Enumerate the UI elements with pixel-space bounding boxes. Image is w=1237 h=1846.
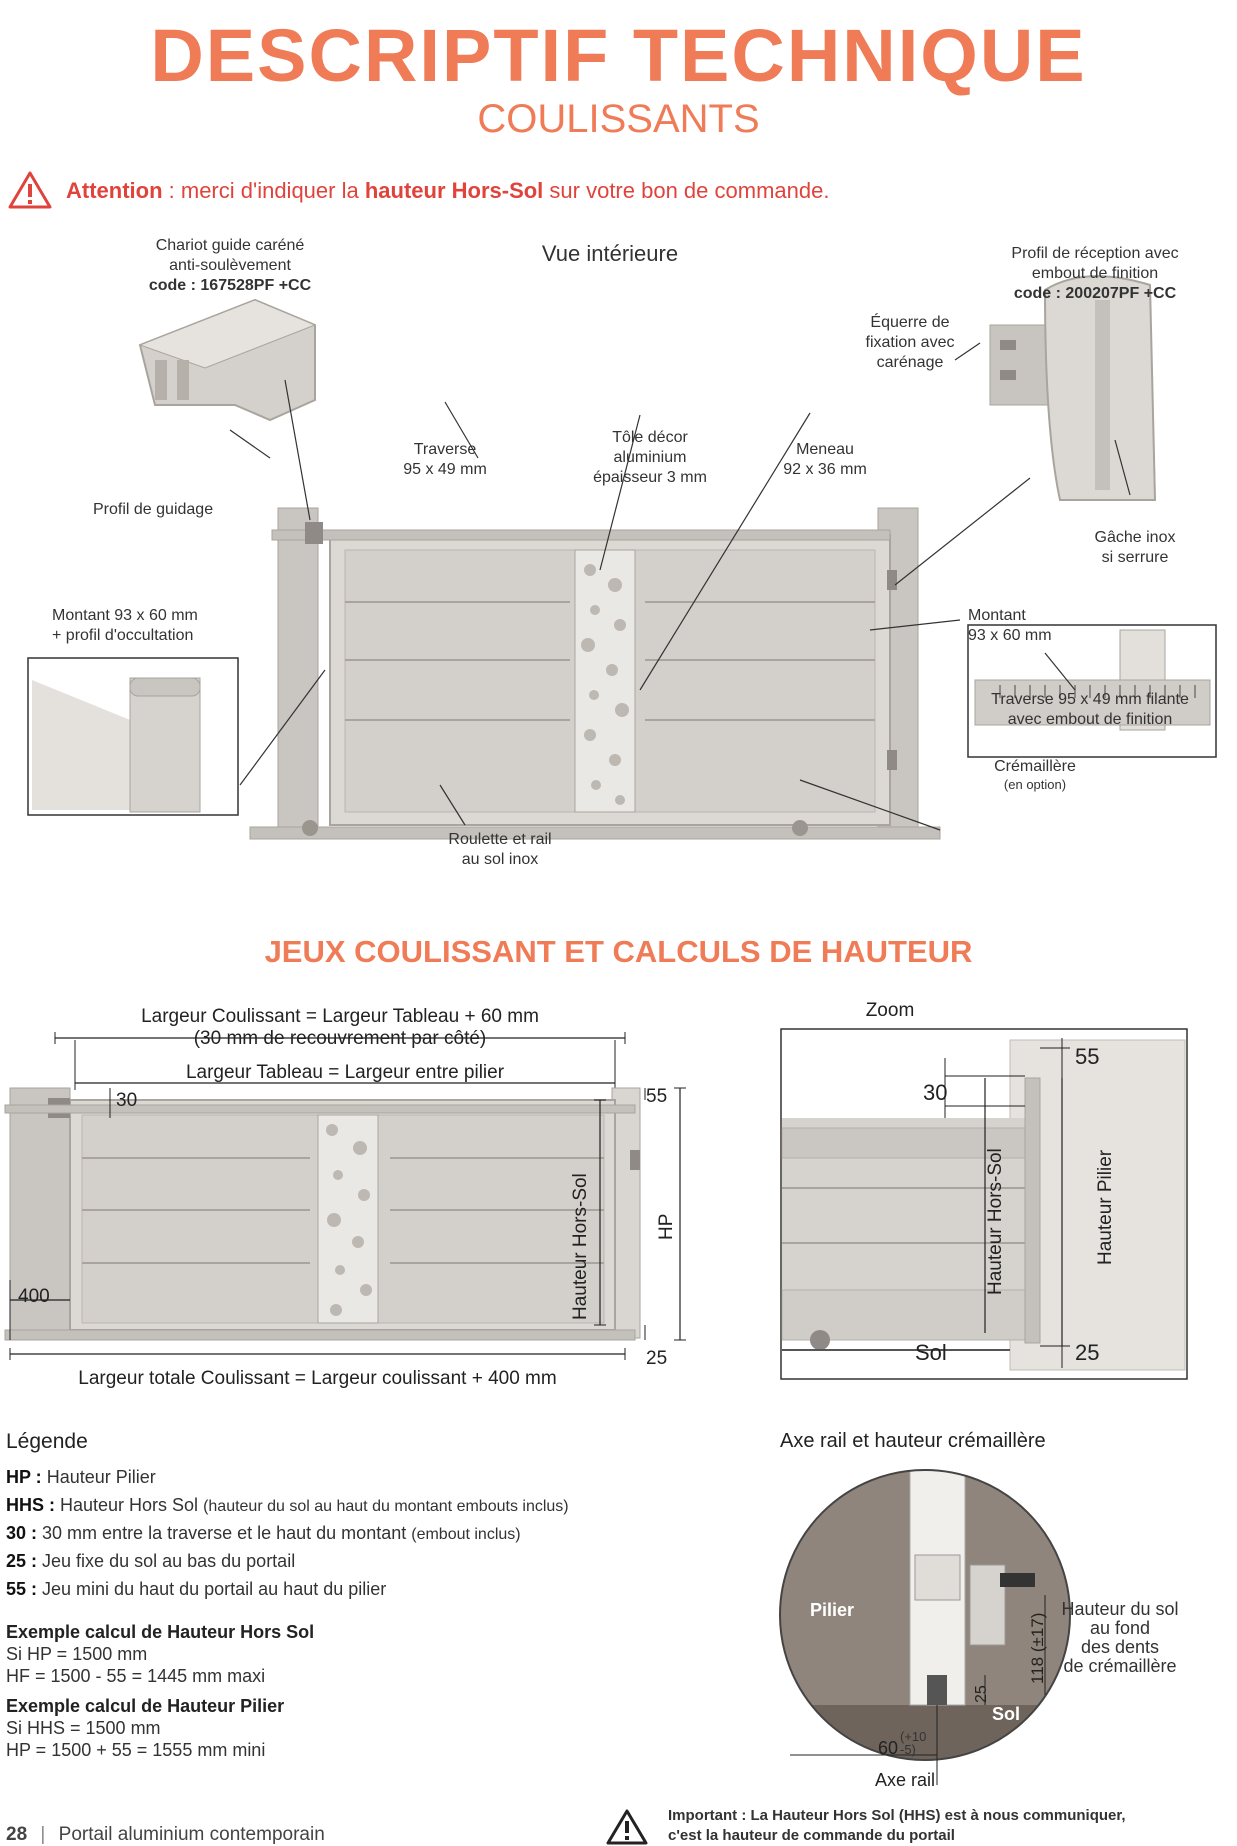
axe-tol-minus: -5) (900, 1742, 916, 1757)
largeur-coulissant-label: Largeur Coulissant = Largeur Tableau + 6… (141, 1006, 539, 1027)
footer-separator: | (40, 1824, 46, 1845)
attention-text-before: : merci d'indiquer la (162, 178, 365, 203)
legend-key: HP : (6, 1467, 42, 1487)
legend-text: Jeu fixe du sol au bas du portail (37, 1551, 296, 1571)
legend-list: HP : Hauteur Pilier HHS : Hauteur Hors S… (6, 1464, 569, 1604)
jeux-diagram (4, 1032, 686, 1360)
example-line: HP = 1500 + 55 = 1555 mm mini (6, 1740, 266, 1760)
zoom-hhs-label: Hauteur Hors-Sol (985, 1148, 1006, 1295)
axe-dim-60: 60 (878, 1738, 899, 1758)
chariot-code: code : 167528PF +CC (148, 277, 312, 294)
axe-tolerance: (+10-5) (900, 1730, 926, 1756)
montant-right-label: Montant 93 x 60 mm (968, 607, 1052, 644)
largeur-tableau-label: Largeur Tableau = Largeur entre pilier (185, 1062, 505, 1083)
profil-reception-label: Profil de réception avec embout de finit… (980, 244, 1210, 304)
axe-rail-diagram (779, 1469, 1071, 1785)
meneau-label: Meneau 92 x 36 mm (783, 441, 867, 478)
equerre-label: Équerre de fixation avec carénage (865, 314, 955, 371)
attention-text-after: sur votre bon de commande. (543, 178, 830, 203)
zoom-dim-30: 30 (923, 1080, 948, 1105)
chariot-text: Chariot guide caréné anti-soulèvement (155, 237, 305, 274)
legend-key: 55 : (6, 1579, 38, 1599)
profil-reception-code: code : 200207PF +CC (1013, 285, 1177, 302)
interior-view-illustration (27, 275, 1217, 840)
jeux-dim-400: 400 (18, 1286, 50, 1307)
page-title: DESCRIPTIF TECHNIQUE (150, 14, 1087, 97)
largeur-totale-label: Largeur totale Coulissant = Largeur coul… (78, 1368, 557, 1389)
example-line: Si HHS = 1500 mm (6, 1718, 161, 1738)
legend-small: (embout inclus) (411, 1526, 521, 1543)
important-warning-icon (606, 1809, 648, 1845)
warning-icon (8, 171, 52, 209)
important-note: Important : La Hauteur Hors Sol (HHS) es… (668, 1806, 1126, 1846)
example-line: Si HP = 1500 mm (6, 1644, 148, 1664)
legend-item: 30 : 30 mm entre la traverse et le haut … (6, 1520, 569, 1548)
page-subtitle: COULISSANTS (477, 97, 760, 141)
attention-highlight: hauteur Hors-Sol (364, 178, 544, 203)
legend-key: 30 : (6, 1523, 38, 1543)
legend-item: 25 : Jeu fixe du sol au bas du portail (6, 1548, 569, 1576)
zoom-diagram (780, 1028, 1188, 1380)
profil-guidage-label: Profil de guidage (93, 501, 214, 518)
legend-item: HP : Hauteur Pilier (6, 1464, 569, 1492)
cremaillere-label: Crémaillère (994, 758, 1076, 775)
axe-dim-25: 25 (973, 1685, 990, 1703)
important-line2: c'est la hauteur de commande du portail (668, 1827, 955, 1844)
page-number: 28 (6, 1824, 28, 1845)
important-line1: Important : La Hauteur Hors Sol (HHS) es… (668, 1807, 1126, 1824)
jeux-dim-hp: HP (656, 1213, 677, 1240)
montant-left-label: Montant 93 x 60 mm + profil d'occultatio… (52, 607, 198, 644)
zoom-dim-25: 25 (1075, 1340, 1100, 1365)
legend-key: 25 : (6, 1551, 38, 1571)
legend-text: Hauteur Pilier (41, 1467, 156, 1487)
example-title: Exemple calcul de Hauteur Pilier (6, 1696, 285, 1716)
legend-text: 30 mm entre la traverse et le haut du mo… (37, 1523, 412, 1543)
chariot-label: Chariot guide caréné anti-soulèvement cod… (120, 236, 340, 296)
zoom-pilier-label: Hauteur Pilier (1095, 1149, 1116, 1265)
gache-label: Gâche inox si serrure (1094, 529, 1176, 566)
attention-text: Attention : merci d'indiquer la hauteur … (66, 178, 829, 204)
footer-doc-title: Portail aluminium contemporain (58, 1824, 325, 1845)
example-line: HF = 1500 - 55 = 1445 mm maxi (6, 1666, 266, 1686)
cremaillere-option-label: (en option) (1003, 777, 1067, 792)
axe-rail-label: Axe rail (875, 1770, 936, 1790)
legend-key: HHS : (6, 1495, 55, 1515)
example-hors-sol: Exemple calcul de Hauteur Hors Sol Si HP… (6, 1622, 314, 1687)
example-title: Exemple calcul de Hauteur Hors Sol (6, 1622, 315, 1642)
attention-label: Attention (66, 178, 163, 203)
footer-left: 28 | Portail aluminium contemporain (6, 1824, 325, 1846)
axe-dim-118: 118 (±17) (1028, 1612, 1047, 1684)
profil-reception-text: Profil de réception avec embout de finit… (1011, 245, 1179, 282)
axe-tol-plus: (+10 (900, 1729, 927, 1744)
axe-pilier-label: Pilier (810, 1600, 855, 1620)
traverse-label: Traverse 95 x 49 mm (403, 441, 487, 478)
jeux-dim-25: 25 (646, 1348, 668, 1369)
zoom-dim-55: 55 (1075, 1044, 1100, 1069)
roulette-label: Roulette et rail au sol inox (448, 831, 552, 868)
legend-item: 55 : Jeu mini du haut du portail au haut… (6, 1576, 569, 1604)
legend-item: HHS : Hauteur Hors Sol (hauteur du sol a… (6, 1492, 569, 1520)
zoom-sol-label: Sol (915, 1340, 947, 1365)
tole-label: Tôle décor aluminium épaisseur 3 mm (593, 429, 707, 486)
jeux-dim-55: 55 (646, 1086, 668, 1107)
legend-title: Légende (6, 1430, 88, 1453)
example-pilier: Exemple calcul de Hauteur Pilier Si HHS … (6, 1696, 284, 1761)
jeux-dim-hhs: Hauteur Hors-Sol (570, 1173, 591, 1320)
hauteur-sol-label: Hauteur du sol au fond des dents de crém… (1061, 1599, 1179, 1676)
axe-sol-label: Sol (992, 1704, 1021, 1724)
axe-title: Axe rail et hauteur crémaillère (780, 1430, 1046, 1452)
traverse-filante-label: Traverse 95 x 49 mm filante avec embout … (991, 691, 1189, 728)
zoom-title: Zoom (865, 1000, 915, 1021)
jeux-section-title: JEUX COULISSANT ET CALCULS DE HAUTEUR (264, 934, 973, 969)
view-title: Vue intérieure (541, 241, 679, 266)
legend-small: (hauteur du sol au haut du montant embou… (203, 1498, 569, 1515)
legend-text: Hauteur Hors Sol (55, 1495, 204, 1515)
jeux-dim-30: 30 (116, 1090, 138, 1111)
legend-text: Jeu mini du haut du portail au haut du p… (37, 1579, 387, 1599)
recouvrement-label: (30 mm de recouvrement par côté) (193, 1028, 487, 1049)
